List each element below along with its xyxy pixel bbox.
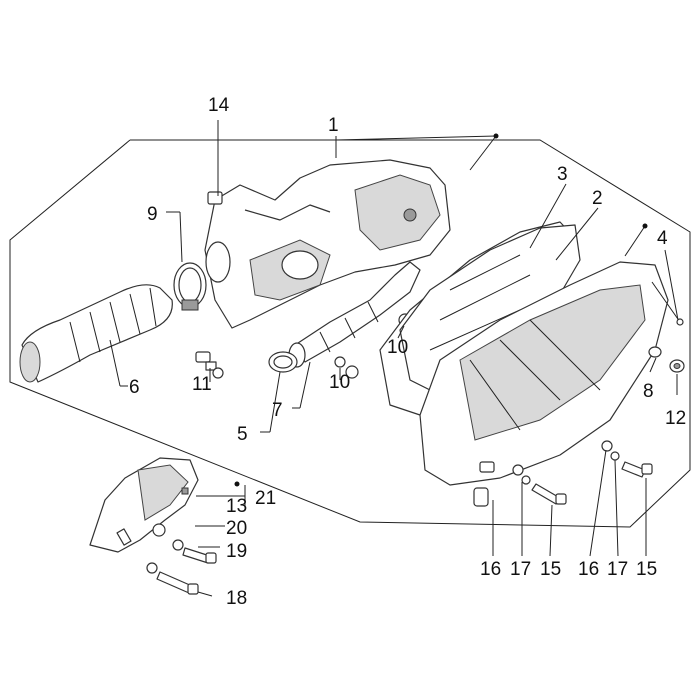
screw-set-right <box>601 440 653 478</box>
clamp-band <box>268 351 298 373</box>
callout-labels: 14 1 3 2 4 9 6 11 5 7 10 10 8 12 21 13 2… <box>129 95 686 609</box>
air-filter-cover <box>419 261 669 486</box>
air-box-housing <box>204 159 451 329</box>
cap-part-12 <box>669 359 685 373</box>
callout-4: 4 <box>657 228 668 249</box>
callout-17-right: 17 <box>607 559 628 580</box>
callout-8: 8 <box>643 381 654 402</box>
callout-9: 9 <box>147 204 158 225</box>
callout-11: 11 <box>192 374 212 395</box>
callout-7: 7 <box>272 400 283 421</box>
callout-10-lower: 10 <box>329 372 350 393</box>
callout-1: 1 <box>328 115 339 136</box>
grommet-part-8 <box>648 346 662 358</box>
leader-lines <box>109 120 679 597</box>
hose-clamp-ring <box>173 262 207 311</box>
callout-5: 5 <box>237 424 248 445</box>
callout-15-right: 15 <box>636 559 657 580</box>
callout-21: 21 <box>255 488 276 509</box>
callout-3: 3 <box>557 164 568 185</box>
connecting-duct <box>288 261 421 368</box>
assembly-boundary <box>9 139 691 528</box>
callout-14: 14 <box>208 95 230 116</box>
screw-set-center <box>512 464 567 505</box>
callout-20: 20 <box>226 518 247 539</box>
callout-2: 2 <box>592 188 603 209</box>
screw-with-washer <box>195 351 224 379</box>
callout-13: 13 <box>226 496 247 517</box>
callout-10-upper: 10 <box>387 337 408 358</box>
long-screw-part-4 <box>651 281 684 326</box>
retaining-clip <box>207 191 223 205</box>
drain-plug <box>473 461 495 507</box>
bracket-assembly <box>89 457 217 595</box>
callout-12: 12 <box>665 408 686 429</box>
callout-16-right: 16 <box>578 559 599 580</box>
callout-6: 6 <box>129 377 140 398</box>
callout-19: 19 <box>226 541 247 562</box>
callout-17-left: 17 <box>510 559 531 580</box>
callout-18: 18 <box>226 588 247 609</box>
nut-washer-left <box>334 356 359 379</box>
intake-duct-hose <box>19 284 173 383</box>
callout-16-left: 16 <box>480 559 501 580</box>
callout-15-left: 15 <box>540 559 561 580</box>
